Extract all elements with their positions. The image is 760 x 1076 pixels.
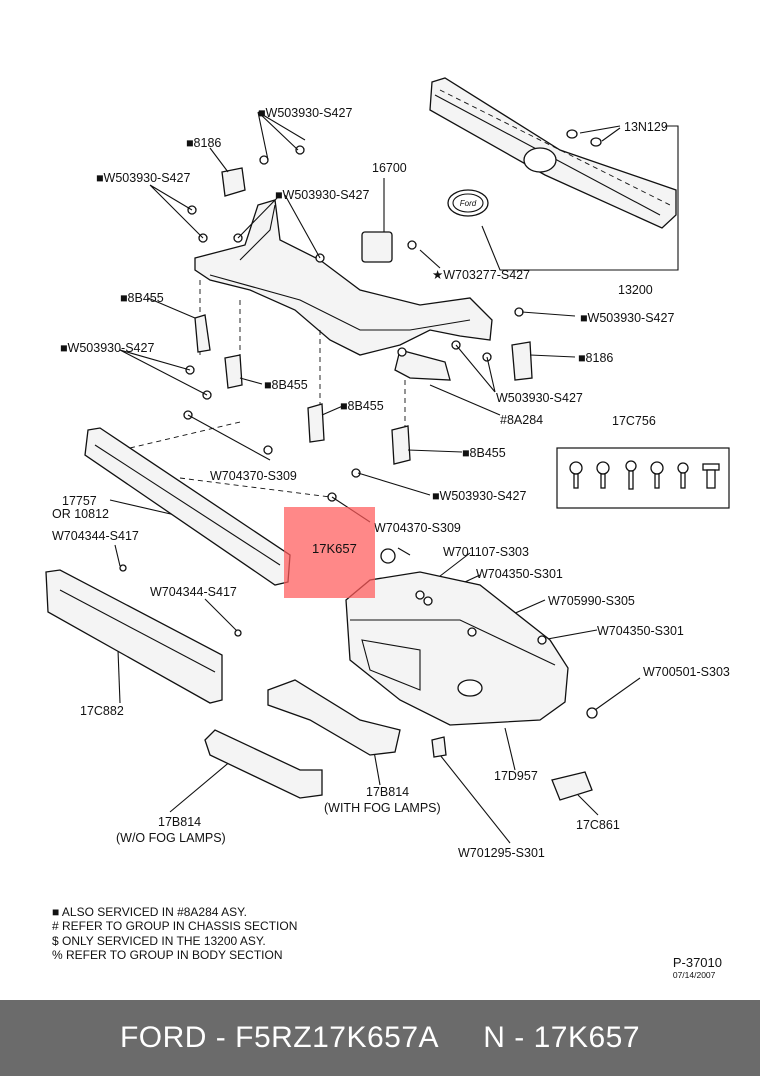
label-8186-top: ■8186 bbox=[186, 136, 221, 150]
label-17k657: 17K657 bbox=[312, 541, 357, 556]
label-17b814-fog: 17B814 bbox=[366, 785, 409, 799]
label-with-fog-lamps: (WITH FOG LAMPS) bbox=[324, 801, 441, 815]
label-w700501: W700501-S303 bbox=[643, 665, 730, 679]
label-13n129: 13N129 bbox=[624, 120, 668, 134]
fastener-box-17c756 bbox=[556, 447, 730, 509]
label-w701107: W701107-S303 bbox=[443, 545, 529, 559]
label-16700: 16700 bbox=[372, 161, 407, 175]
footer-part-code: N - 17K657 bbox=[483, 1021, 641, 1054]
label-w704344-b: W704344-S417 bbox=[150, 585, 237, 599]
legend-item: ■ ALSO SERVICED IN #8A284 ASY. bbox=[52, 905, 247, 919]
footer-part-number: FORD - F5RZ17K657A bbox=[119, 1021, 440, 1054]
label-17757: 17757 bbox=[62, 494, 97, 508]
label-or-10812: OR 10812 bbox=[52, 507, 109, 521]
footer-bar: FORD - F5RZ17K657A N - 17K657 bbox=[0, 1000, 760, 1076]
label-w704370-b: W704370-S309 bbox=[374, 521, 461, 535]
label-w503930-bottom: ■W503930-S427 bbox=[432, 489, 526, 503]
label-w704350-a: W704350-S301 bbox=[476, 567, 563, 581]
label-w503930-mid: ■W503930-S427 bbox=[275, 188, 369, 202]
legend-item: # REFER TO GROUP IN CHASSIS SECTION bbox=[52, 919, 298, 934]
bumper-cover-17d957 bbox=[345, 571, 569, 726]
brackets-8b455 bbox=[194, 167, 533, 465]
page-code: P-37010 bbox=[672, 955, 722, 970]
label-8186-right: ■8186 bbox=[578, 351, 613, 365]
label-w704344-a: W704344-S417 bbox=[52, 529, 139, 543]
bumper-reinforcement-17757 bbox=[84, 427, 291, 586]
label-13200: 13200 bbox=[618, 283, 653, 297]
energy-absorber-17c882 bbox=[45, 569, 223, 704]
label-w705990: W705990-S305 bbox=[548, 594, 635, 608]
clip-w701295 bbox=[431, 736, 447, 758]
page-reference: P-37010 07/14/2007 bbox=[673, 955, 722, 980]
legend: ■ ALSO SERVICED IN #8A284 ASY. # REFER T… bbox=[52, 905, 297, 962]
bracket-17k657 bbox=[380, 548, 396, 564]
label-w704350-b: W704350-S301 bbox=[597, 624, 684, 638]
label-17c861: 17C861 bbox=[576, 818, 620, 832]
label-8b455-d: ■8B455 bbox=[462, 446, 506, 460]
label-17d957: 17D957 bbox=[494, 769, 538, 783]
ford-badge-text: Ford bbox=[460, 199, 477, 208]
grille-13200 bbox=[429, 77, 677, 229]
label-w703277: ★W703277-S427 bbox=[432, 268, 530, 282]
label-17c756: 17C756 bbox=[612, 414, 656, 428]
label-8b455-c: ■8B455 bbox=[340, 399, 384, 413]
latch-16700 bbox=[361, 231, 393, 263]
grille-insert-without-fog bbox=[204, 729, 323, 799]
label-8b455-a: ■8B455 bbox=[120, 291, 164, 305]
label-w704370-a: W704370-S309 bbox=[210, 469, 297, 483]
page-date: 07/14/2007 bbox=[672, 970, 716, 980]
label-8a284: #8A284 bbox=[500, 413, 543, 427]
footer-spacer bbox=[439, 1021, 483, 1055]
ford-badge: Ford bbox=[447, 189, 489, 217]
label-w701295: W701295-S301 bbox=[458, 846, 545, 860]
label-w503930-left: ■W503930-S427 bbox=[96, 171, 190, 185]
label-wo-fog-lamps: (W/O FOG LAMPS) bbox=[116, 831, 226, 845]
label-w503930-right: ■W503930-S427 bbox=[580, 311, 674, 325]
highlight-box bbox=[284, 507, 375, 598]
label-17b814-nofog: 17B814 bbox=[158, 815, 201, 829]
label-8b455-b: ■8B455 bbox=[264, 378, 308, 392]
legend-item: $ ONLY SERVICED IN THE 13200 ASY. bbox=[52, 933, 266, 948]
parts-diagram: Ford bbox=[45, 77, 730, 860]
bracket-17c861 bbox=[551, 771, 593, 801]
legend-item: % REFER TO GROUP IN BODY SECTION bbox=[52, 947, 283, 962]
label-w503930-l2: ■W503930-S427 bbox=[60, 341, 154, 355]
clip-13n129 bbox=[481, 125, 679, 271]
label-w503930-top: ■W503930-S427 bbox=[258, 106, 352, 120]
grille-insert-with-fog bbox=[267, 679, 401, 756]
label-w503930-r2: W503930-S427 bbox=[496, 391, 583, 405]
label-17c882: 17C882 bbox=[80, 704, 124, 718]
